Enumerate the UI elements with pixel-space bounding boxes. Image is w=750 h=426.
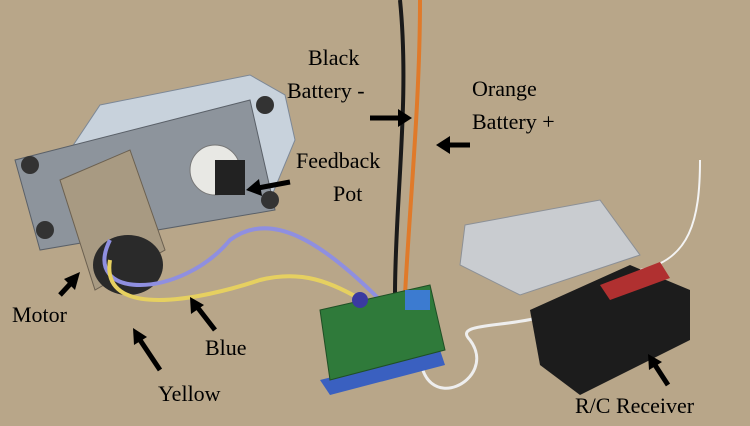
arrow-blue [190, 297, 204, 314]
arrow-yellow [133, 328, 147, 345]
label-orange: Orange [472, 76, 537, 101]
orange-wire [403, 0, 422, 296]
label-battery-minus: Battery - [287, 78, 365, 103]
antenna-wire [639, 159, 701, 271]
controller-board [319, 284, 446, 395]
label-blue: Blue [205, 335, 247, 360]
label-battery-plus: Battery + [472, 109, 555, 134]
arrow-black-battery [398, 109, 412, 127]
feedback-pot [189, 144, 245, 196]
battery-pack [459, 199, 641, 296]
arrow-orange-battery [436, 136, 450, 154]
label-yellow: Yellow [158, 381, 221, 406]
label-black: Black [308, 45, 360, 70]
annotation-arrows [58, 109, 671, 387]
label-motor: Motor [12, 302, 67, 327]
black-wire [393, 0, 406, 296]
blue-wire [102, 226, 382, 302]
rc-receiver [530, 262, 690, 395]
yellow-wire [107, 259, 372, 307]
arrow-motor [64, 272, 80, 290]
label-pot: Pot [333, 181, 363, 206]
label-feedback: Feedback [296, 148, 381, 173]
arrow-feedback-pot [246, 179, 262, 196]
label-receiver: R/C Receiver [575, 393, 695, 418]
arrow-receiver [648, 354, 662, 370]
receiver-lead [418, 308, 561, 390]
